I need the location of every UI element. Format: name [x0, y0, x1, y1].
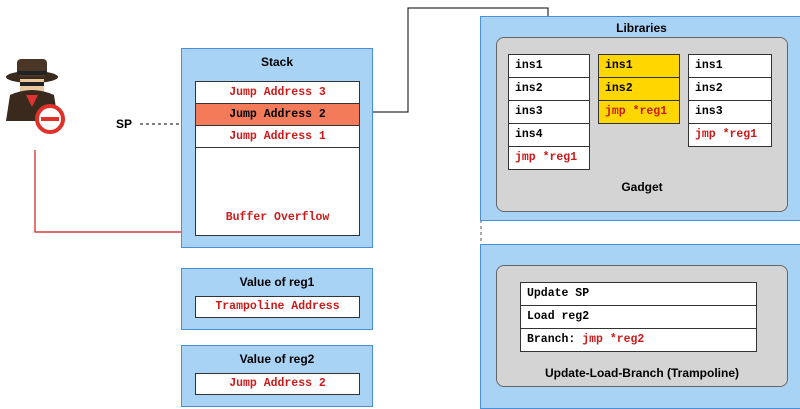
stack-entry-1: Jump Address 1: [196, 126, 359, 148]
gadget1-ins4: ins4: [509, 124, 589, 147]
gadget3-jmp: jmp *reg1: [695, 128, 758, 141]
gadget3-ins3: ins3: [689, 101, 771, 124]
stack-title: Stack: [260, 55, 294, 69]
stack-panel: Stack Jump Address 3 Jump Address 2 Jump…: [181, 48, 373, 248]
gadget3-ins1: ins1: [689, 55, 771, 78]
stack-entry-2: Jump Address 2: [196, 104, 359, 126]
branch-code: jmp *reg2: [582, 333, 645, 346]
trampoline-panel: Update SP Load reg2 Branch: jmp *reg2 Up…: [480, 244, 800, 409]
reg1-value: Trampoline Address: [195, 296, 360, 318]
trampoline-update-sp: Update SP: [521, 283, 756, 306]
libraries-title: Libraries: [616, 21, 667, 35]
sp-label: SP: [116, 117, 133, 131]
trampoline-code: Update SP Load reg2 Branch: jmp *reg2: [520, 282, 757, 352]
gadget1-jmp: jmp *reg1: [515, 151, 578, 164]
gadget1-ins2: ins2: [509, 78, 589, 101]
reg1-title: Value of reg1: [239, 275, 315, 289]
gadget2-jmp: jmp *reg1: [605, 105, 668, 118]
gadget1-ins3: ins3: [509, 101, 589, 124]
gadget2-ins2: ins2: [599, 78, 679, 101]
reg2-value: Jump Address 2: [195, 373, 360, 395]
gadget3-ins2: ins2: [689, 78, 771, 101]
stack-box: Jump Address 3 Jump Address 2 Jump Addre…: [195, 81, 360, 236]
stack-entry-3: Jump Address 3: [196, 82, 359, 104]
gadget-3: ins1 ins2 ins3 jmp *reg1: [688, 54, 772, 147]
libraries-panel: Libraries ins1 ins2 ins3 ins4 jmp *reg1 …: [480, 16, 800, 221]
branch-prefix: Branch:: [527, 333, 583, 346]
gadget-area: ins1 ins2 ins3 ins4 jmp *reg1 ins1 ins2 …: [496, 37, 788, 212]
trampoline-area: Update SP Load reg2 Branch: jmp *reg2 Up…: [496, 265, 788, 387]
gadget-2: ins1 ins2 jmp *reg1: [598, 54, 680, 124]
reg2-title: Value of reg2: [239, 352, 315, 366]
trampoline-load-reg2: Load reg2: [521, 306, 756, 329]
reg1-panel: Value of reg1 Trampoline Address: [181, 268, 373, 330]
spy-attacker-icon: [4, 55, 68, 141]
trampoline-branch: Branch: jmp *reg2: [521, 329, 756, 351]
reg2-panel: Value of reg2 Jump Address 2: [181, 345, 373, 407]
gadget1-ins1: ins1: [509, 55, 589, 78]
trampoline-label: Update-Load-Branch (Trampoline): [544, 366, 739, 380]
gadget2-ins1: ins1: [599, 55, 679, 78]
gadget-label: Gadget: [621, 180, 663, 194]
buffer-overflow-label: Buffer Overflow: [225, 211, 330, 224]
gadget-1: ins1 ins2 ins3 ins4 jmp *reg1: [508, 54, 590, 170]
